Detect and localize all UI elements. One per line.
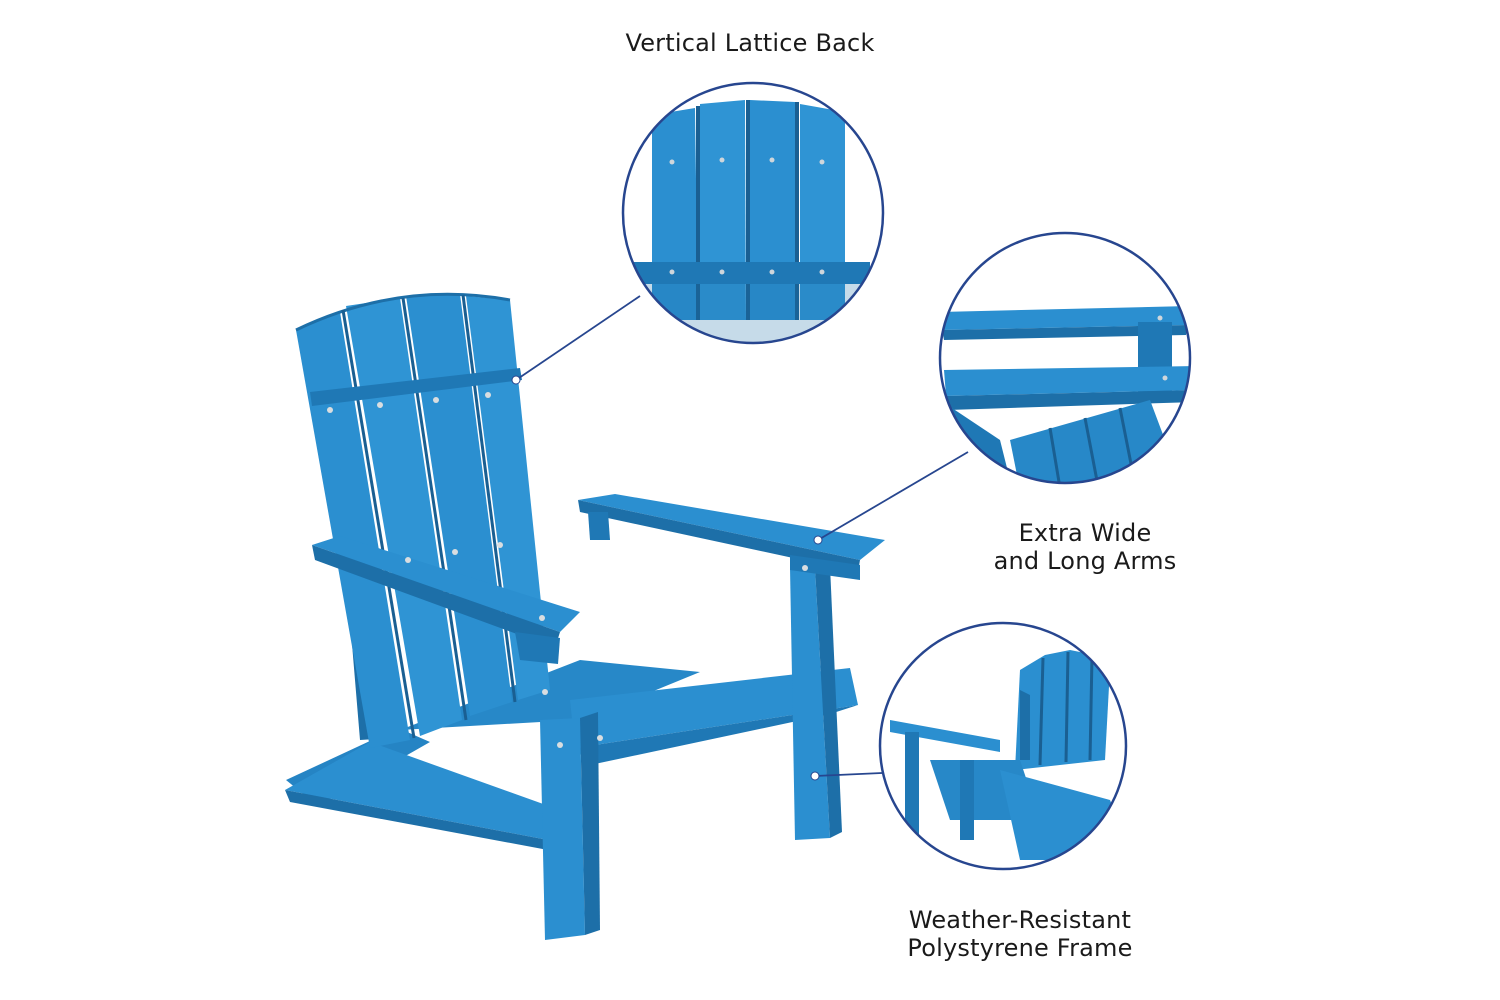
front-leg-right-side [815,566,842,838]
front-leg-right [790,568,830,840]
callout-lines [515,295,969,777]
callout-label-lattice-back: Vertical Lattice Back [600,29,900,57]
front-leg-left-side [580,712,600,935]
left-arm-support [515,632,560,664]
right-arm [578,494,885,560]
front-leg-left [540,718,585,940]
right-arm-support [588,512,610,540]
callout-label-line: Weather-Resistant [908,906,1132,934]
seat-front-apron-side [575,705,858,765]
back-slat-2 [346,298,462,736]
callout-frame-detail [878,621,1128,871]
callout-label-frame: Weather-Resistant Polystyrene Frame [880,906,1160,962]
callout-label-line: Vertical Lattice Back [625,29,875,57]
left-arm-side [312,545,560,648]
back-slat-1 [296,312,410,748]
callout-back-detail [621,81,885,345]
front-foot [285,742,560,840]
callout-label-line: Polystyrene Frame [907,934,1133,962]
right-arm-front-block [790,555,860,580]
left-arm [312,536,580,632]
callout-dots [511,375,823,781]
front-foot-shadow [285,790,548,850]
adirondack-chair [285,292,885,940]
callout-label-line: Extra Wide [1018,519,1152,547]
right-arm-side [578,500,860,572]
seat-front-apron [570,668,858,748]
screw-heads [327,392,808,748]
back-cross-rail [310,368,522,406]
callout-arms-detail [938,231,1192,485]
callout-label-line: and Long Arms [993,547,1177,575]
callout-label-arms: Extra Wide and Long Arms [960,519,1210,575]
